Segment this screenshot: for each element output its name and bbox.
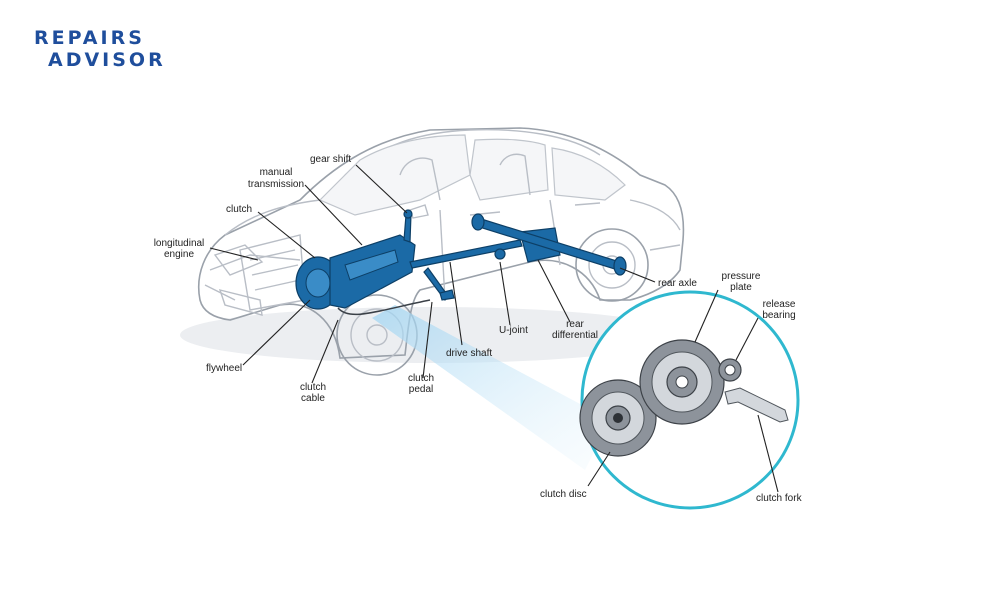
clutch-parts xyxy=(579,339,789,457)
clutch-fork-part xyxy=(724,387,789,423)
label-flywheel: flywheel xyxy=(206,363,242,374)
leader-lines xyxy=(209,164,779,493)
label-pressure-plate-line2: plate xyxy=(730,282,752,293)
label-rear-differential-line1: rear xyxy=(566,319,584,330)
repairs-advisor-logo: REPAIRS ADVISOR xyxy=(34,27,164,71)
label-clutch-pedal-line1: clutch xyxy=(408,373,434,384)
label-clutch-fork: clutch fork xyxy=(756,493,803,504)
label-clutch-cable-line1: clutch xyxy=(300,382,326,393)
label-u-joint: U-joint xyxy=(499,325,528,336)
car-body xyxy=(198,127,685,376)
front-side-window xyxy=(469,138,549,201)
rear-side-window xyxy=(551,147,626,201)
label-clutch-cable-line2: cable xyxy=(301,393,325,404)
clutch-cable-line xyxy=(337,299,431,316)
label-rear-differential-line2: differential xyxy=(552,330,598,341)
label-drive-shaft: drive shaft xyxy=(446,348,492,359)
u-joint xyxy=(494,248,506,260)
logo-line-1: REPAIRS xyxy=(34,27,145,49)
windshield xyxy=(318,134,471,216)
label-gear-shift: gear shift xyxy=(310,154,351,165)
label-longitudinal-engine-line2: engine xyxy=(164,249,194,260)
magnify-beam xyxy=(372,305,610,470)
logo-line-2: ADVISOR xyxy=(48,49,166,71)
labels: gear shift manual transmission clutch lo… xyxy=(154,154,803,504)
drivetrain xyxy=(295,209,627,310)
label-release-bearing-line1: release xyxy=(763,299,796,310)
label-manual-transmission-line2: transmission xyxy=(248,179,304,190)
label-rear-axle: rear axle xyxy=(658,278,697,289)
rear-wheel xyxy=(575,228,649,302)
label-clutch-disc: clutch disc xyxy=(540,489,587,500)
engine-block xyxy=(239,234,306,311)
label-manual-transmission-line1: manual xyxy=(260,167,293,178)
label-clutch-pedal-line2: pedal xyxy=(409,384,433,395)
drive-shaft-tube xyxy=(409,239,523,269)
label-clutch: clutch xyxy=(226,204,252,215)
label-longitudinal-engine-line1: longitudinal xyxy=(154,238,205,249)
label-release-bearing-line2: bearing xyxy=(762,310,795,321)
label-pressure-plate-line1: pressure xyxy=(722,271,761,282)
